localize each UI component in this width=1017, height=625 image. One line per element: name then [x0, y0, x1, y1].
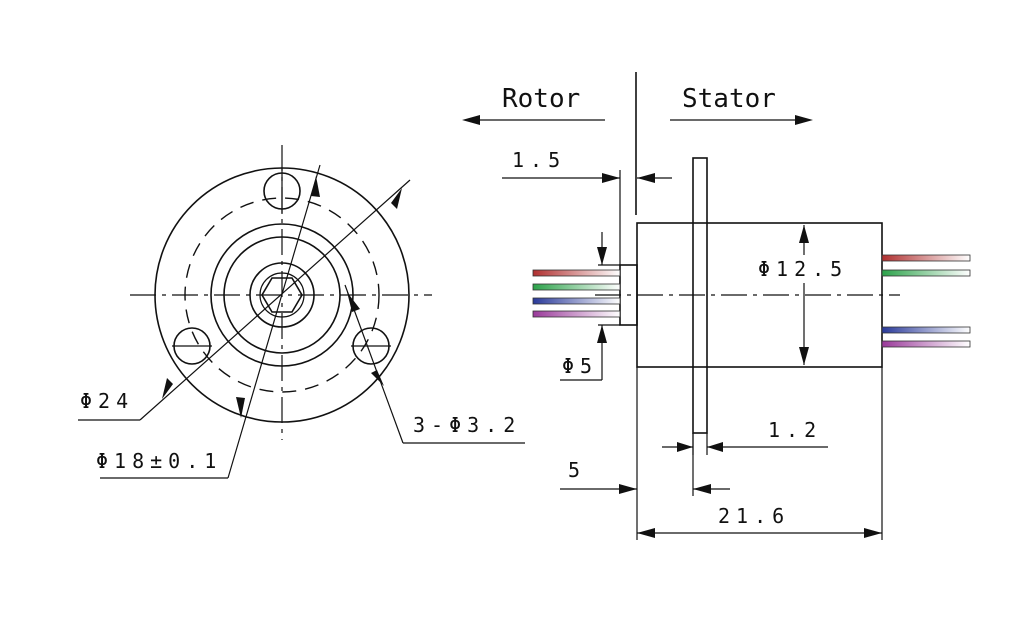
stator-body [636, 222, 883, 368]
shoulder-circle [223, 236, 341, 354]
diameter-line-bolt [227, 164, 321, 479]
dim-5-arrow-bottom [597, 325, 607, 343]
label-body-diameter-bg [755, 255, 860, 283]
arrow-hole-bottom [371, 370, 384, 386]
wire-left-blue [532, 297, 621, 305]
stator-arrowhead [795, 115, 813, 125]
label-outer-diameter: Φ24 [80, 389, 134, 413]
label-body-diameter: Φ12.5 [758, 257, 848, 281]
rotor-label: Rotor [502, 84, 580, 114]
stator-label: Stator [682, 84, 776, 114]
arrow-outer-bottom [162, 378, 173, 399]
front-view: Φ24 Φ18±0.1 3-Φ3.2 [78, 145, 525, 479]
dim-1-2-arrow-right [707, 442, 723, 452]
arrow-hole-top [347, 292, 360, 312]
left-wire-bundle [532, 269, 621, 318]
label-flange-position: 5 [568, 458, 586, 482]
label-flange-thickness: 1.2 [768, 418, 822, 442]
dim-12-5-arrow-bottom [799, 347, 809, 365]
label-bolt-circle: Φ18±0.1 [96, 449, 222, 473]
arrow-bolt-bottom [236, 397, 245, 418]
dim-12-5-arrow-top [799, 225, 809, 243]
wire-right-blue [881, 326, 971, 334]
dim-1-2-arrow-left [677, 442, 693, 452]
label-total-length: 21.6 [718, 504, 790, 528]
shaft-hexagon [261, 277, 303, 313]
dim-21-6-arrow-left [637, 528, 655, 538]
wire-right-purple [881, 340, 971, 348]
diameter-line-outer [139, 179, 411, 421]
wire-left-purple [532, 310, 621, 318]
right-wire-bundle [881, 254, 971, 348]
rotor-shaft [619, 264, 638, 326]
rotor-arrowhead [462, 115, 480, 125]
shaft-circle [249, 262, 315, 328]
dim-21-6-arrow-right [864, 528, 882, 538]
wire-right-green [881, 269, 971, 277]
bolt-circle [184, 197, 380, 393]
arrow-outer-top [391, 188, 402, 209]
label-mount-holes: 3-Φ3.2 [413, 413, 521, 437]
dim-1-5-arrow-right [637, 173, 655, 183]
label-flange-offset: 1.5 [512, 148, 566, 172]
label-shaft-diameter: Φ5 [562, 354, 598, 378]
wire-left-green [532, 283, 621, 291]
arrow-bolt-top [311, 176, 320, 197]
dim-5-arrow-top [597, 247, 607, 265]
dim-1-5-arrow-left [602, 173, 620, 183]
shaft-inner-circle [259, 272, 305, 318]
side-view: Rotor Stator [462, 72, 971, 540]
dim-5pos-arrow-right [693, 484, 711, 494]
stator-flange [692, 157, 708, 434]
hole-leader-line [344, 284, 404, 444]
wire-left-red [532, 269, 621, 277]
body-circle [210, 223, 354, 367]
dim-5pos-arrow-left [619, 484, 637, 494]
wire-right-red [881, 254, 971, 262]
